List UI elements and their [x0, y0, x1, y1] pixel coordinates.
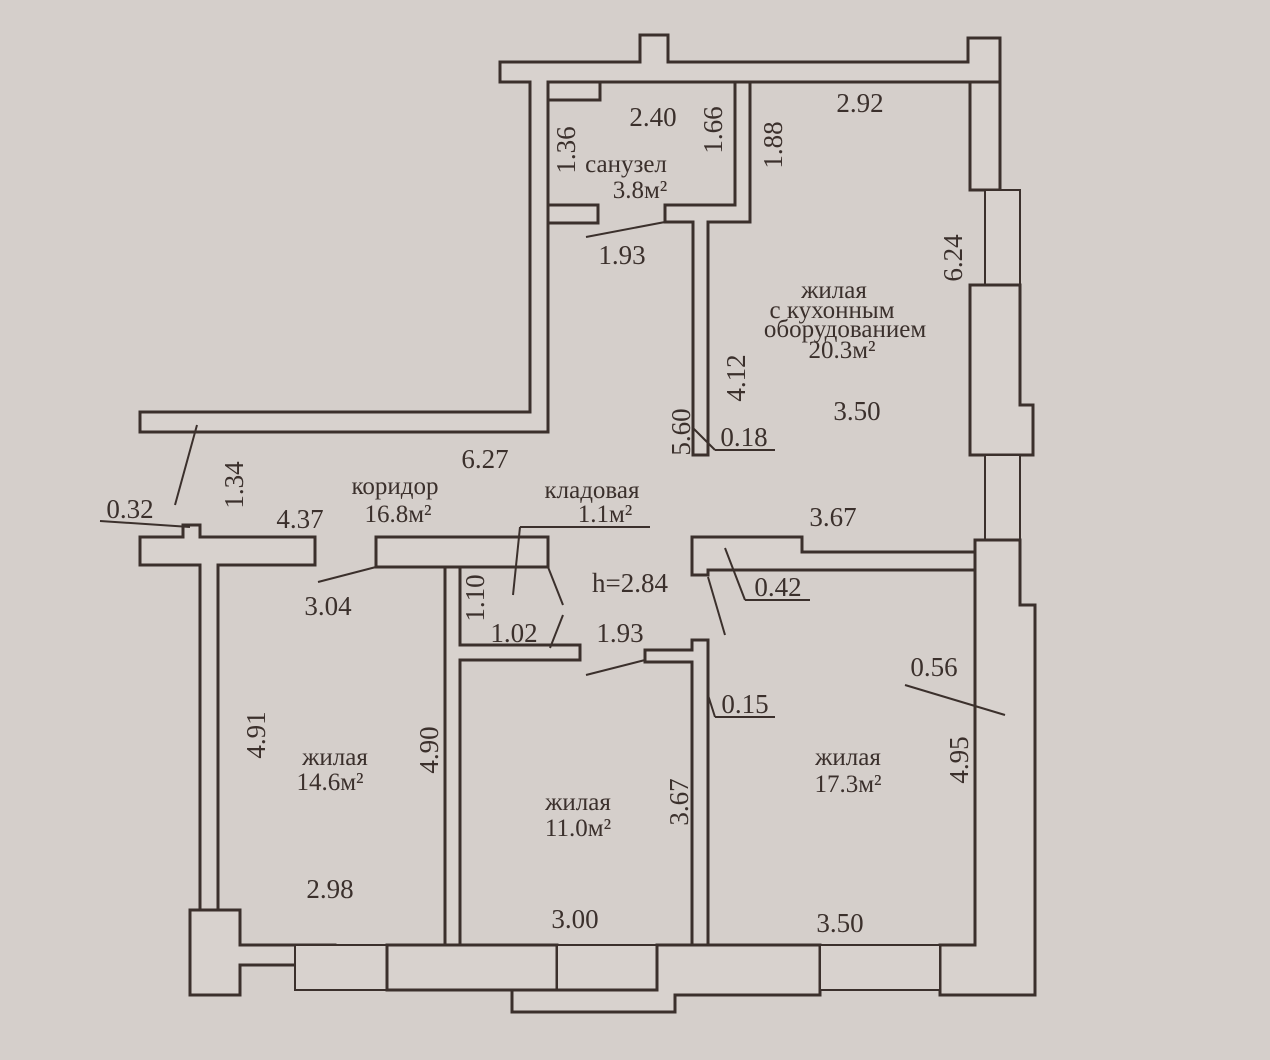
dim-label: 4.95 [944, 736, 974, 783]
window [984, 454, 1021, 541]
room-name-bathroom: санузел [585, 151, 667, 178]
dim-label: 3.67 [664, 778, 694, 825]
dim-label: 4.91 [241, 711, 271, 758]
dim-label: 1.88 [758, 121, 788, 168]
dim-label: 4.37 [276, 504, 323, 534]
window [294, 944, 388, 991]
window [556, 944, 658, 991]
dim-label: 6.27 [461, 444, 508, 474]
dim-label: 3.50 [816, 908, 863, 938]
room-name-corridor: коридор [352, 473, 439, 500]
dim-label: 6.24 [938, 234, 968, 282]
window [984, 189, 1021, 286]
room-area-bedroom-middle: 11.0м² [545, 815, 611, 842]
room-area-corridor: 16.8м² [364, 501, 431, 528]
dim-label: 3.04 [304, 591, 352, 621]
window [819, 944, 941, 991]
room-area-kitchen: 20.3м² [808, 337, 875, 364]
leader-lines [99, 221, 1006, 718]
room-area-bathroom: 3.8м² [613, 177, 668, 204]
dim-label: 5.60 [666, 408, 696, 455]
room-name-bedroom-left: жилая [301, 744, 368, 771]
room-area-bedroom-left: 14.6м² [296, 769, 363, 796]
dim-label: 3.50 [833, 396, 880, 426]
dim-label: 3.00 [551, 904, 598, 934]
dim-label: 2.40 [629, 102, 676, 132]
dim-label: 0.56 [910, 652, 957, 682]
room-name-storage: кладовая [544, 477, 640, 504]
room-name-kitchen-2: с кухонным [769, 297, 894, 324]
room-name-bedroom-middle: жилая [544, 789, 611, 816]
dim-label: 1.34 [219, 461, 249, 509]
room-area-storage: 1.1м² [578, 501, 633, 528]
dim-label: 2.92 [836, 88, 883, 118]
room-name-kitchen: жилая [800, 277, 867, 304]
dim-label: 2.98 [306, 874, 353, 904]
dim-label: 3.67 [809, 502, 856, 532]
dim-label: 1.93 [598, 240, 645, 270]
dim-label: 1.02 [490, 618, 537, 648]
walls [138, 33, 1037, 1014]
dim-label: 0.15 [721, 689, 768, 719]
room-name-bedroom-right: жилая [814, 744, 881, 771]
dim-label: 4.12 [721, 354, 751, 401]
dim-label: 0.32 [106, 494, 153, 524]
dim-label: 0.18 [720, 422, 767, 452]
dim-label: 1.66 [698, 106, 728, 153]
dim-label: 1.36 [551, 126, 581, 173]
room-labels: санузел 3.8м² жилая с кухонным оборудова… [296, 151, 926, 842]
dim-label: 0.42 [754, 572, 801, 602]
dimension-labels: 2.40 1.36 1.66 1.88 1.93 2.92 6.24 4.12 … [106, 88, 974, 938]
dim-label: 4.90 [414, 726, 444, 773]
ceiling-height: h=2.84 [592, 568, 668, 598]
room-name-kitchen-3: оборудованием [764, 316, 926, 343]
room-area-bedroom-right: 17.3м² [814, 771, 881, 798]
dim-label: 1.10 [460, 574, 490, 621]
dim-label: 1.93 [596, 618, 643, 648]
